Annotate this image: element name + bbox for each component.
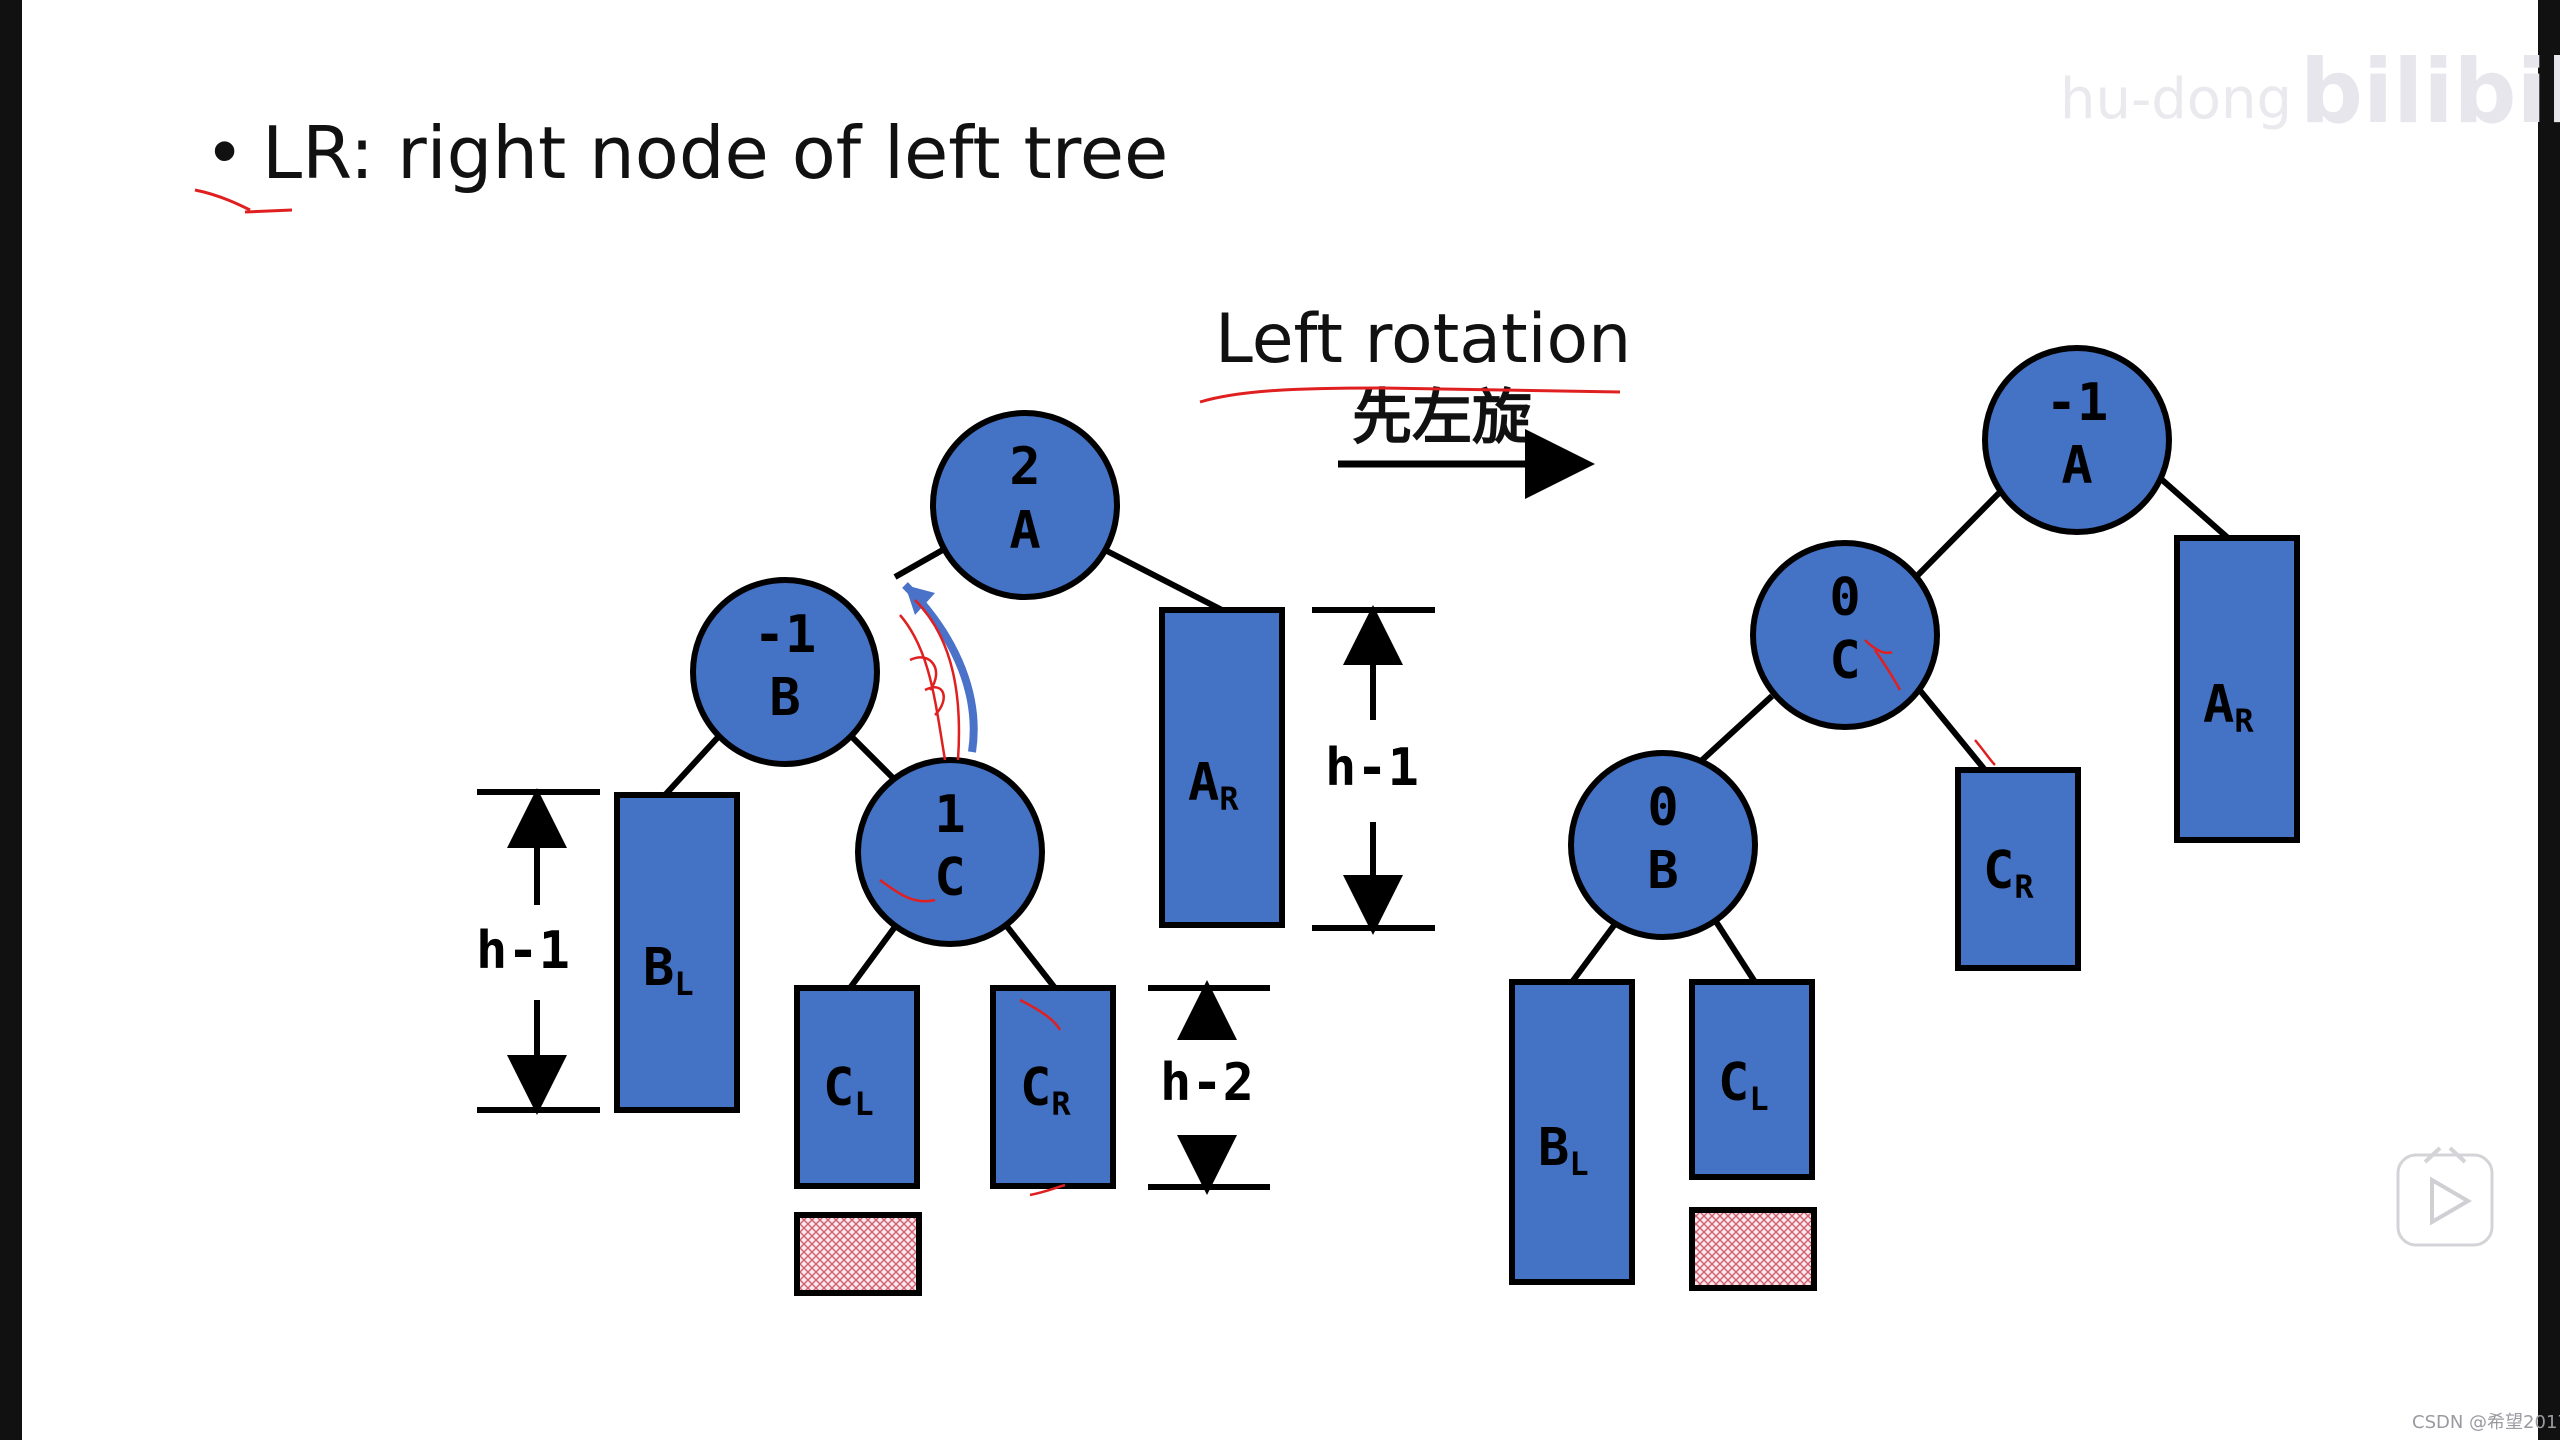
rotation-caption-zh: 先左旋 [1352,383,1532,453]
node-B-balance: -1 [754,605,817,665]
subtree-CR-label: CR [1020,1058,1071,1123]
right-frame-edge [2538,0,2560,1440]
node-B [1568,750,1758,940]
node-A [1982,345,2172,535]
red-strike-annotation [1199,386,1621,404]
play-button[interactable] [2396,1146,2494,1247]
subtree-CL-label: CL [1718,1053,1769,1118]
slide-title: LR: right node of left tree [262,111,1168,195]
node-A-name: A [2061,436,2092,496]
height-right-label: h-1 [1325,738,1419,798]
node-C-balance: 1 [934,785,965,845]
subtree-BL [614,792,740,1113]
edge-C-B [1697,693,1775,765]
node-A [930,410,1120,600]
subtree-CL [794,985,920,1189]
subtree-AR [2174,535,2300,843]
subtree-BL-label: BL [1538,1118,1589,1183]
watermark-brand: bilibili [2300,40,2560,143]
edge-A-AR [2158,475,2230,541]
subtree-CL-label: CL [823,1058,874,1123]
edge-B-C [847,732,898,783]
play-icon [2430,1176,2472,1226]
subtree-BL-label: BL [643,938,694,1003]
height-left-label: h-1 [476,921,570,981]
rotation-arc-arrowhead [905,585,935,615]
height-c-label: h-2 [1160,1053,1254,1113]
node-C-name: C [934,848,965,908]
tv-antenna-icon [2423,1146,2467,1164]
edge-A-C [1912,487,2005,581]
watermark-text: hu-dong [2060,67,2292,132]
subtree-AR [1159,607,1285,928]
edge-A-AR [1103,547,1224,613]
subtree-AR-label: AR [2203,675,2254,740]
title-bullet: • [212,111,237,191]
node-C [855,757,1045,947]
node-A-balance: -1 [2046,373,2109,433]
after-tree: -1 A 0 C 0 B BL CL CR AR [1509,345,2300,1291]
red-underline-annotation [194,188,293,214]
before-tree: 2 A -1 B 1 C BL CL CR AR h-1 h-1 [476,410,1435,1296]
inserted-node-hatch [1689,1207,1817,1291]
edge-B-CL [1712,918,1758,984]
red-mark-annotation [1864,639,1996,766]
subtree-AR-label: AR [1188,753,1239,818]
left-frame-edge [0,0,22,1440]
node-C-name: C [1829,631,1860,691]
subtree-CR [1955,767,2081,971]
subtree-CR-label: CR [1983,841,2034,906]
node-A-balance: 2 [1009,437,1040,497]
subtree-CL [1689,979,1815,1180]
edge-C-CR [1915,686,1988,772]
footer-credit: CSDN @希望2017 [2412,1412,2560,1433]
node-B-name: B [769,668,800,728]
edge-C-CR [999,918,1058,990]
rotation-caption: Left rotation [1215,300,1631,379]
node-C [1750,540,1940,730]
edge-B-BL [1569,918,1621,984]
node-A-name: A [1009,501,1040,561]
red-mark-annotation [879,878,1066,1197]
subtree-BL [1509,979,1635,1285]
edge-B-BL [662,732,723,798]
red-scribble-annotation [899,599,961,761]
node-B-name: B [1647,841,1678,901]
node-B-balance: 0 [1647,778,1678,838]
node-B [690,577,880,767]
inserted-node-hatch [794,1212,922,1296]
edge-C-CL [847,918,903,990]
node-C-balance: 0 [1829,568,1860,628]
